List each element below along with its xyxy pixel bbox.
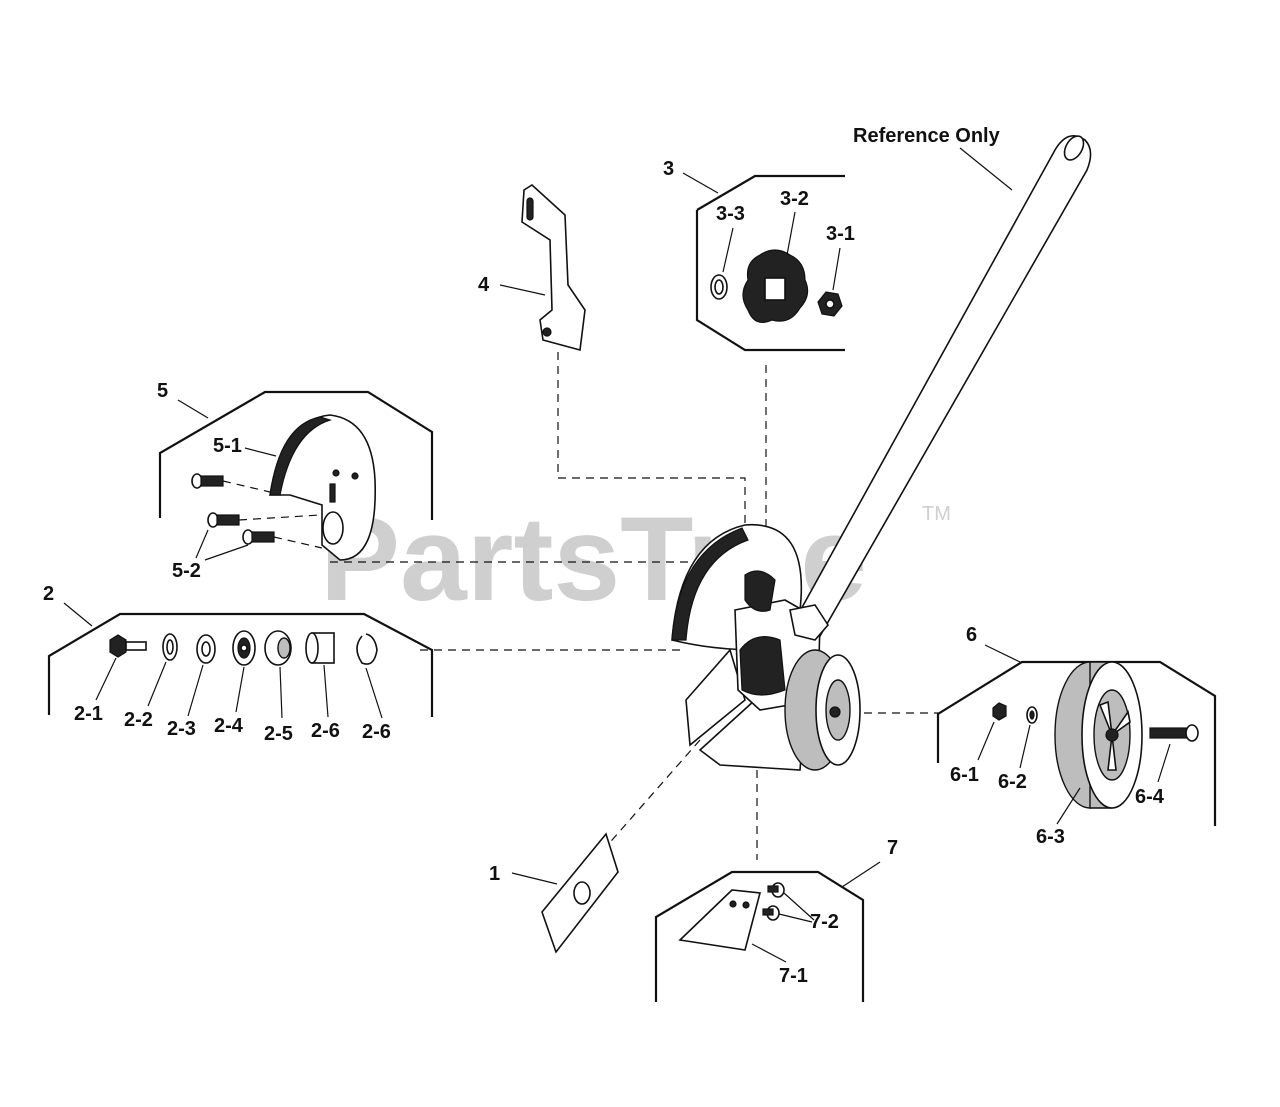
group-5-frame (158, 390, 434, 520)
reference-only-label: Reference Only (853, 125, 1001, 147)
part-5-1-guard (269, 414, 377, 561)
callout-2-4: 2-4 (214, 715, 244, 737)
part-3-2-knob (742, 249, 809, 323)
group-3-frame (695, 174, 845, 352)
part-1-blade (541, 832, 619, 954)
callout-5: 5 (157, 380, 168, 402)
callout-7-1: 7-1 (779, 965, 808, 987)
callout-4: 4 (478, 274, 490, 296)
part-2-3-washer (196, 634, 216, 664)
callout-6-2: 6-2 (998, 771, 1027, 793)
part-3-3-washer (710, 274, 728, 300)
callout-6-1: 6-1 (950, 764, 979, 786)
callout-7-2: 7-2 (810, 911, 839, 933)
part-2-5-spacer (264, 630, 292, 666)
handle-shaft (782, 134, 1092, 651)
part-2-1-bolt (109, 634, 147, 658)
callout-3-2: 3-2 (780, 188, 809, 210)
callout-5-2: 5-2 (172, 560, 201, 582)
callout-3-3: 3-3 (716, 203, 745, 225)
assembly-lines (330, 352, 940, 860)
callout-1: 1 (489, 863, 500, 885)
part-3-1-nut (817, 291, 843, 317)
callout-2-6b: 2-6 (362, 721, 391, 743)
part-2-4-bearing (232, 630, 256, 666)
callout-6-4: 6-4 (1135, 786, 1165, 808)
watermark-trademark: TM (922, 503, 951, 525)
group-2-frame (47, 612, 434, 717)
part-5-2-screws (191, 473, 323, 549)
callout-2-6a: 2-6 (311, 720, 340, 742)
part-6-3-wheel (1054, 661, 1143, 809)
part-4-bracket (521, 184, 586, 352)
callout-2-3: 2-3 (167, 718, 196, 740)
callout-5-1: 5-1 (213, 435, 242, 457)
callout-7: 7 (887, 837, 898, 859)
group-7-frame (654, 870, 865, 1002)
part-6-1-nut (992, 702, 1007, 721)
callout-3: 3 (663, 158, 674, 180)
part-7-1-plate (678, 889, 762, 951)
callout-2-2: 2-2 (124, 709, 153, 731)
callout-6-3: 6-3 (1036, 826, 1065, 848)
part-2-6-bushing (305, 632, 335, 664)
part-6-2-washer (1026, 706, 1038, 724)
part-6-4-axle-bolt (1149, 724, 1199, 742)
callout-2-1: 2-1 (74, 703, 103, 725)
callout-3-1: 3-1 (826, 223, 855, 245)
part-2-6-retaining-ring (356, 633, 378, 665)
part-7-2-screws (762, 882, 785, 921)
part-2-2-lockwasher (162, 633, 178, 661)
callout-2: 2 (43, 583, 54, 605)
callout-2-5: 2-5 (264, 723, 293, 745)
callout-6: 6 (966, 624, 977, 646)
edger-head-assembly (671, 524, 861, 771)
